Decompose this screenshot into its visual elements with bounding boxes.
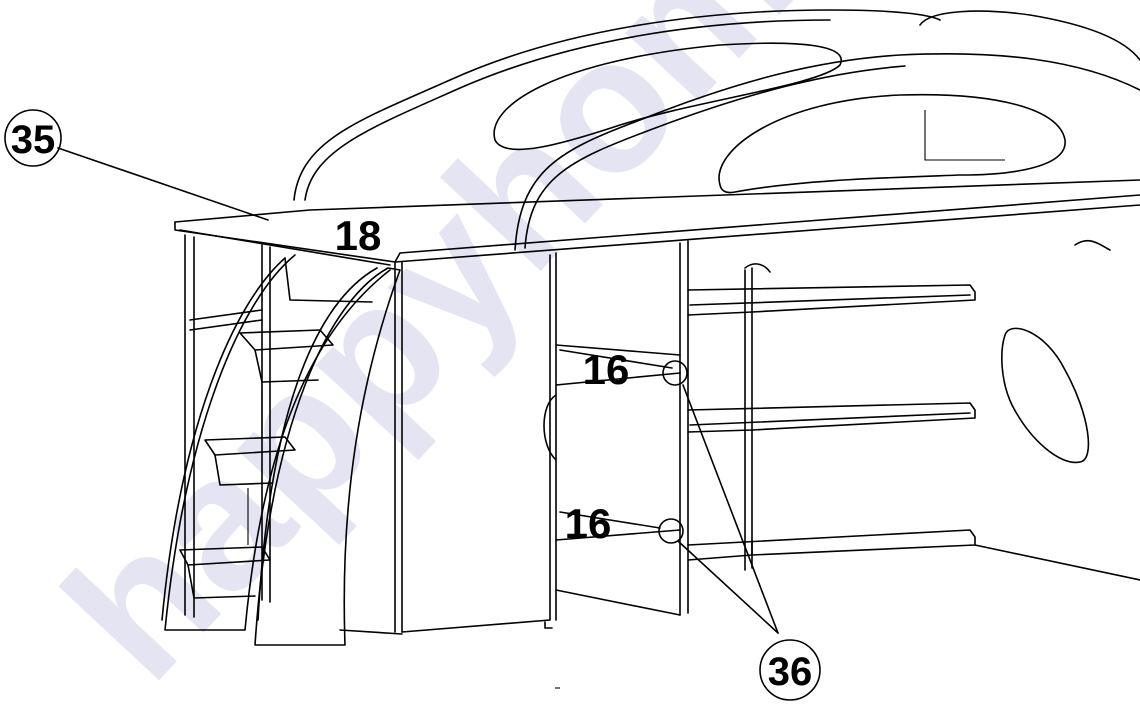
fastener-circle-bottom <box>658 518 684 544</box>
callout-36-leader-top <box>682 384 779 634</box>
bed-canopy <box>293 9 1140 251</box>
dimension-16-top: 16 <box>559 346 688 393</box>
callout-35-leader <box>57 147 269 221</box>
watermark: happyhome <box>25 0 907 704</box>
wardrobe-panel <box>339 252 557 635</box>
bed-platform <box>174 179 1140 266</box>
callout-35: 35 <box>4 109 269 221</box>
ladder <box>161 254 401 646</box>
callout-36: 36 <box>677 384 821 701</box>
dimension-16-bottom-leader <box>559 511 661 529</box>
callout-36-circle <box>759 639 821 701</box>
callout-36-label: 36 <box>768 650 813 694</box>
callout-35-label: 35 <box>11 118 56 162</box>
fastener-circle-top <box>662 360 688 386</box>
dimension-16-bottom: 16 <box>559 500 684 547</box>
right-shelf-unit <box>687 240 1140 581</box>
callout-35-circle <box>4 109 62 167</box>
watermark-text: happyhome <box>25 0 907 704</box>
callout-36-leader-bottom <box>677 540 779 634</box>
middle-section <box>555 240 689 616</box>
dimension-16-top-label: 16 <box>583 346 630 393</box>
left-shelf-unit <box>184 234 271 618</box>
dimension-16-top-leader <box>559 349 673 369</box>
dimension-18-label: 18 <box>335 212 382 259</box>
dimension-16-bottom-label: 16 <box>565 500 612 547</box>
